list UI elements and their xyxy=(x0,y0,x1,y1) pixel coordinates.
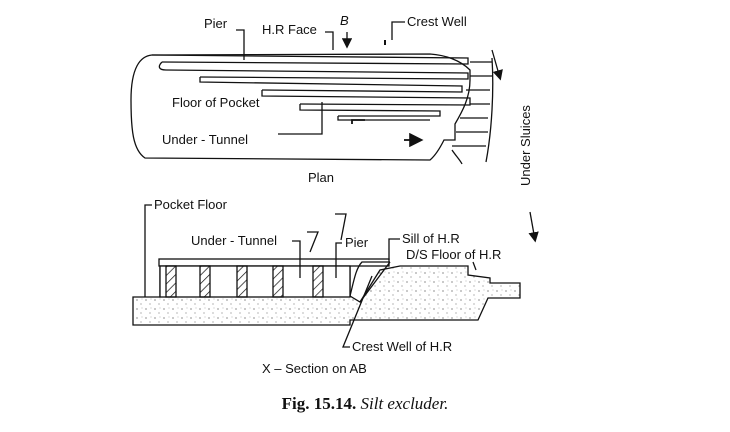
section-crest-well xyxy=(349,261,390,297)
label-floor-of-pocket: Floor of Pocket xyxy=(172,95,260,110)
section-pier-1 xyxy=(165,265,177,298)
caption-text: Silt excluder. xyxy=(360,394,449,413)
label-pocket-floor: Pocket Floor xyxy=(154,197,228,212)
leader-sill xyxy=(388,238,400,260)
label-crest-well-plan: Crest Well xyxy=(407,14,467,29)
section-pier-5 xyxy=(312,265,324,298)
sluice-arrow-bottom xyxy=(528,211,539,243)
leader-crest-well xyxy=(391,21,405,40)
section-title-ab: AB xyxy=(349,361,366,376)
plan-under-sluices xyxy=(451,57,494,165)
leader-under-tunnel xyxy=(278,102,323,135)
leader-pocket-floor xyxy=(144,204,152,297)
plan-pier-5 xyxy=(299,104,441,117)
plan-view xyxy=(130,21,539,243)
leader-crest-well-section xyxy=(342,275,373,348)
label-crest-well-section: Crest Well of H.R xyxy=(352,339,452,354)
section-sloping-line xyxy=(359,261,391,303)
section-title-prefix: X – Section on xyxy=(262,361,349,376)
section-cut-mark-right xyxy=(335,213,347,241)
figure-caption: Fig. 15.14. Silt excluder. xyxy=(0,394,730,414)
leader-ds-floor xyxy=(472,261,477,271)
plan-title: Plan xyxy=(308,170,334,185)
section-pier-2 xyxy=(199,265,211,298)
label-under-tunnel-plan: Under - Tunnel xyxy=(162,132,248,147)
label-sill: Sill of H.R xyxy=(402,231,460,246)
flow-arrow-2 xyxy=(351,119,365,124)
plan-pier-2 xyxy=(158,61,469,80)
section-pier-4 xyxy=(272,265,284,298)
leader-under-tunnel-section xyxy=(292,240,301,278)
section-title: X – Section on AB xyxy=(262,361,367,376)
label-ds-floor: D/S Floor of H.R xyxy=(406,247,501,262)
label-pier-plan: Pier xyxy=(204,16,228,31)
section-cut-mark-left xyxy=(307,231,319,253)
plan-pier-1 xyxy=(151,54,469,65)
leader-hr-face xyxy=(325,31,334,50)
leader-pier-section xyxy=(335,242,342,278)
plan-pier-4 xyxy=(261,90,471,106)
sluice-arrow-top xyxy=(491,49,503,81)
label-section-mark-b: B xyxy=(340,13,349,28)
section-view xyxy=(132,204,521,348)
caption-number: Fig. 15.14. xyxy=(281,394,357,413)
label-under-tunnel-section: Under - Tunnel xyxy=(191,233,277,248)
label-hr-face: H.R Face xyxy=(262,22,317,37)
section-roof-slab xyxy=(158,258,390,267)
label-under-sluices: Under Sluices xyxy=(518,105,533,186)
plan-pier-3 xyxy=(199,77,463,93)
leader-pier xyxy=(236,29,245,60)
plan-pier-6 xyxy=(337,116,430,121)
label-pier-section: Pier xyxy=(345,235,369,250)
section-pier-3 xyxy=(236,265,248,298)
